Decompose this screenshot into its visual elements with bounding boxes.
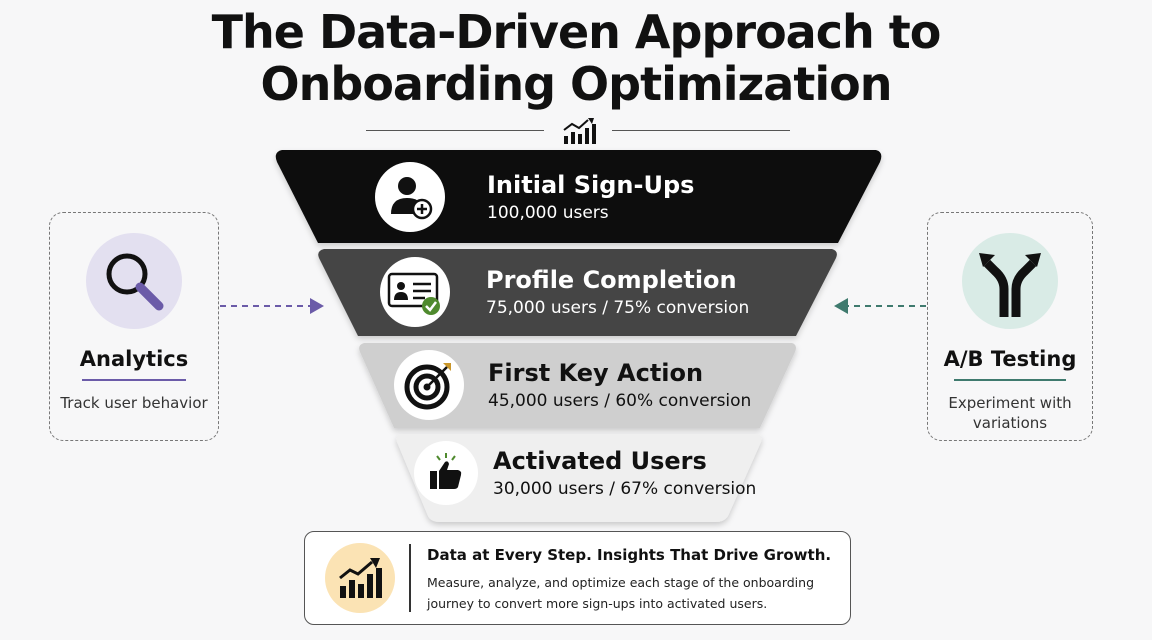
funnel-step-1: Initial Sign-Ups 100,000 users: [375, 162, 694, 232]
analytics-card: Analytics Track user behavior: [49, 212, 219, 441]
callout-separator: [409, 544, 411, 612]
card-description: Experiment with variations: [948, 394, 1072, 432]
step-title: Profile Completion: [486, 266, 737, 294]
title-line-1: The Data-Driven Approach to: [211, 5, 942, 59]
card-title: Analytics: [79, 347, 189, 371]
divider-line-left: [366, 130, 544, 131]
card-rule: [954, 379, 1066, 381]
step-subtitle: 100,000 users: [487, 203, 609, 223]
title-line-2: Onboarding Optimization: [260, 57, 893, 111]
ab-testing-card: A/B Testing Experiment with variations: [927, 212, 1093, 441]
magnifier-icon: [86, 233, 182, 329]
growth-chart-icon: [325, 543, 395, 613]
step-title: Activated Users: [493, 447, 707, 475]
funnel-step-4: Activated Users 30,000 users / 67% conve…: [414, 441, 756, 505]
chart-growth-icon: [562, 118, 598, 144]
profile-card-check-icon: [380, 257, 450, 327]
card-rule: [82, 379, 186, 381]
divider-line-right: [612, 130, 790, 131]
step-subtitle: 30,000 users / 67% conversion: [493, 479, 757, 499]
right-connector-head: [834, 298, 848, 314]
callout-body: Measure, analyze, and optimize each stag…: [427, 575, 814, 611]
left-connector-head: [310, 298, 324, 314]
thumbs-up-icon: [414, 441, 478, 505]
funnel-step-2: Profile Completion 75,000 users / 75% co…: [380, 257, 749, 327]
step-title: Initial Sign-Ups: [487, 171, 695, 199]
title-divider: [366, 118, 790, 144]
target-arrow-icon: [394, 350, 464, 420]
card-description: Track user behavior: [60, 394, 208, 412]
step-subtitle: 75,000 users / 75% conversion: [486, 298, 750, 318]
page-title: The Data-Driven Approach to Onboarding O…: [0, 6, 1152, 110]
card-title: A/B Testing: [943, 347, 1077, 371]
callout-heading: Data at Every Step. Insights That Drive …: [427, 546, 832, 564]
step-subtitle: 45,000 users / 60% conversion: [488, 391, 752, 411]
step-title: First Key Action: [488, 359, 704, 387]
user-add-icon: [375, 162, 445, 232]
funnel-step-3: First Key Action 45,000 users / 60% conv…: [394, 350, 751, 420]
insight-callout: Data at Every Step. Insights That Drive …: [304, 531, 851, 625]
split-path-icon: [962, 233, 1058, 329]
